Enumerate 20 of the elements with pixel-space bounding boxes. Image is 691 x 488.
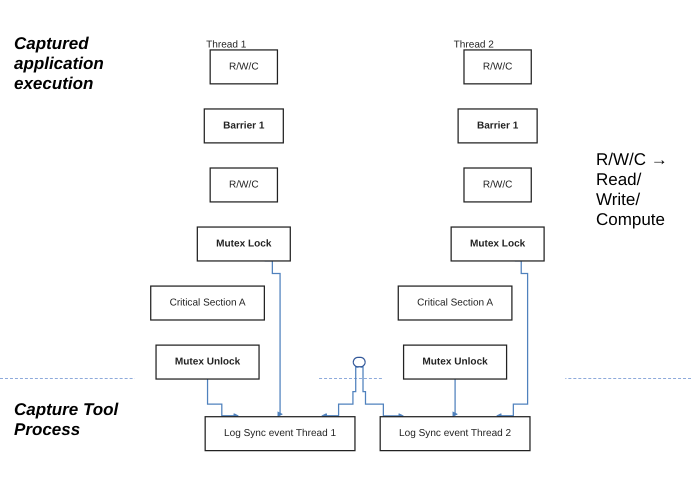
node-box: R/W/C	[463, 167, 532, 203]
note-text: R/W/C → Read/ Write/ Compute	[596, 150, 669, 230]
node-box: Barrier 1	[204, 108, 284, 144]
node-box: Mutex Lock	[196, 226, 291, 262]
node-box: Mutex Lock	[450, 226, 545, 262]
section-label: Capture Tool Process	[14, 400, 120, 440]
node-box: Critical Section A	[398, 285, 513, 321]
node-box: Log Sync event Thread 2	[380, 416, 531, 452]
node-box: Mutex Unlock	[402, 344, 508, 380]
node-box: Barrier 1	[457, 108, 538, 144]
node-box: Log Sync event Thread 1	[204, 416, 356, 452]
node-box: R/W/C	[463, 49, 532, 84]
node-box: Critical Section A	[150, 285, 265, 321]
node-text: Thread 2	[454, 39, 494, 50]
node-box: Mutex Unlock	[155, 344, 260, 380]
section-label: Captured application execution	[14, 34, 105, 94]
node-box: R/W/C	[210, 49, 278, 84]
arrow	[452, 378, 458, 417]
node-text: Thread 1	[206, 39, 246, 50]
node-box: R/W/C	[210, 167, 278, 203]
